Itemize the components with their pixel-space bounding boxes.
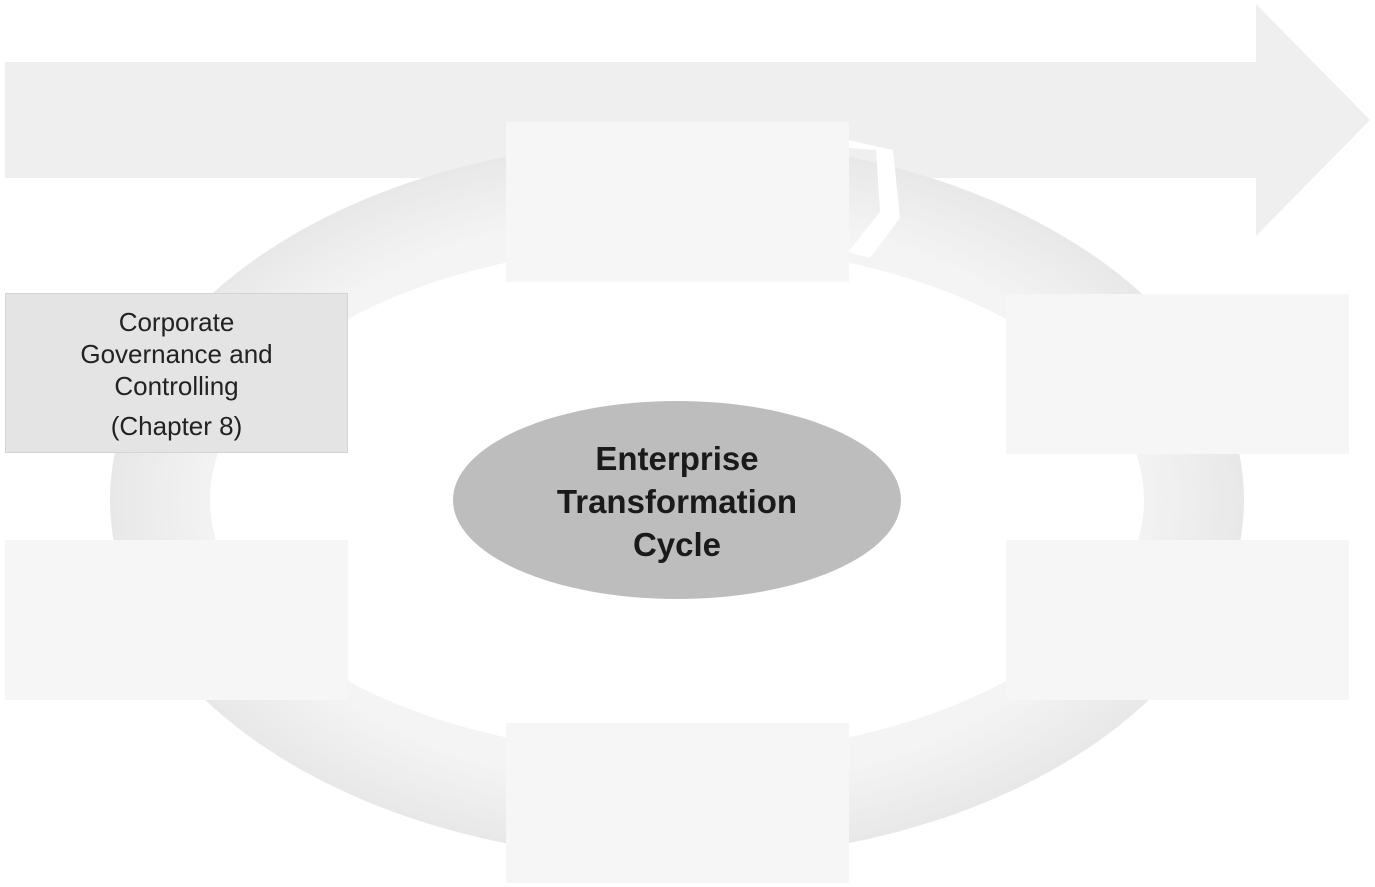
center-ellipse: [453, 401, 901, 599]
corporate-governance-box: Corporate Governance and Controlling (Ch…: [5, 293, 348, 453]
upper-right-stage-box: [1006, 294, 1349, 454]
cycle-arrow-gap: [848, 140, 900, 258]
center-title: Enterprise Transformation Cycle: [453, 402, 901, 600]
progress-arrow: [5, 4, 1370, 236]
top-stage-box: [506, 122, 849, 282]
center-title-line1: Enterprise: [595, 439, 759, 477]
center-title-line3: Cycle: [632, 525, 722, 563]
center-title-line2: Transformation: [556, 482, 798, 520]
lower-right-stage-box: [1006, 540, 1349, 700]
corporate-governance-line3: Controlling: [114, 371, 239, 401]
corporate-governance-chapter: (Chapter 8): [110, 411, 243, 441]
bottom-stage-box: [506, 723, 849, 883]
corporate-governance-line2: Governance and: [80, 339, 273, 369]
lower-left-stage-box: [5, 540, 348, 700]
corporate-governance-line1: Corporate: [118, 307, 235, 337]
